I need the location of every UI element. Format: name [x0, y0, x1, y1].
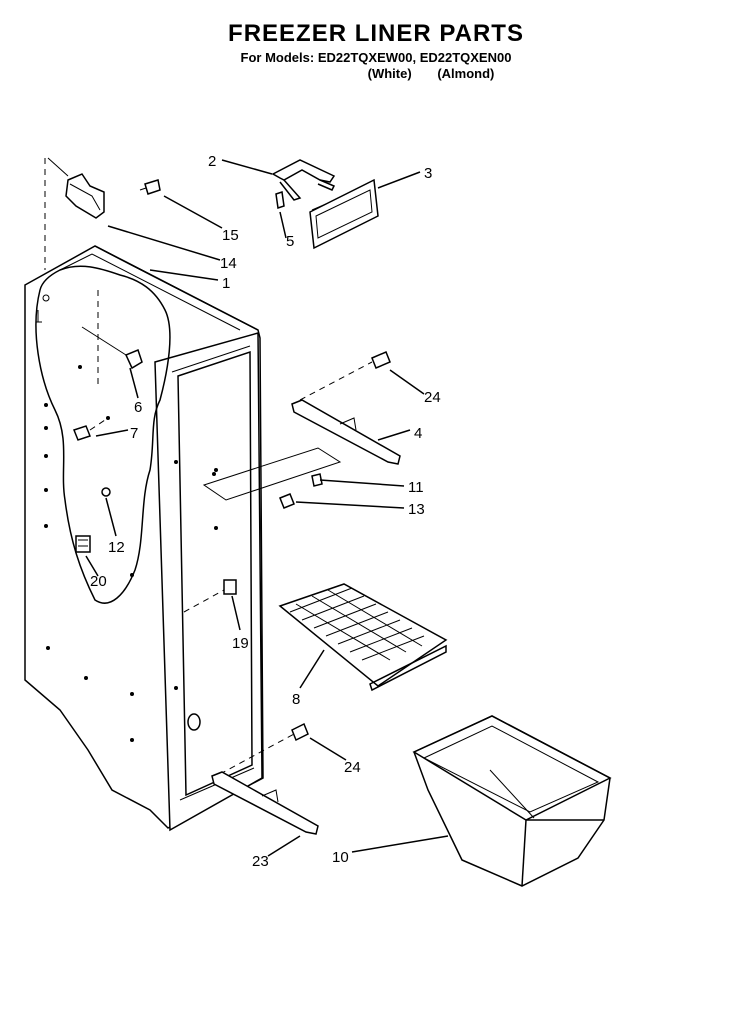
callout-10: 10 [332, 849, 349, 866]
part-14-bracket[interactable] [47, 157, 105, 219]
part-13-clip[interactable] [279, 493, 295, 509]
callout-3: 3 [424, 165, 432, 182]
part-24-upper-screw[interactable] [299, 351, 391, 401]
callout-7: 7 [130, 425, 138, 442]
callout-4: 4 [414, 425, 422, 442]
mounting-holes [44, 365, 218, 742]
part-3-cover[interactable] [309, 178, 379, 250]
part-20-switch[interactable] [75, 535, 91, 553]
callout-5: 5 [286, 233, 294, 250]
page-title: FREEZER LINER PARTS [228, 20, 524, 47]
part-23-rail[interactable] [211, 771, 319, 835]
callout-14: 14 [220, 255, 237, 272]
part-2-bracket[interactable] [271, 159, 336, 201]
callout-2: 2 [208, 153, 216, 170]
part-6-clip[interactable] [81, 326, 143, 370]
leader-lines [85, 159, 449, 857]
callout-11: 11 [408, 479, 424, 496]
part-12-pin[interactable] [101, 487, 111, 497]
part-15-screw[interactable] [139, 179, 161, 195]
callout-6: 6 [134, 399, 142, 416]
callout-1: 1 [222, 275, 230, 292]
part-8-wire-shelf[interactable] [278, 583, 448, 692]
part-4-rail[interactable] [291, 399, 401, 465]
callout-12: 12 [108, 539, 125, 556]
frame-plate [202, 447, 342, 501]
part-1-liner[interactable] [24, 158, 264, 832]
callout-labels: 2 3 5 15 14 1 24 4 6 7 11 13 12 20 19 8 … [90, 153, 441, 870]
callout-15: 15 [222, 227, 239, 244]
models-line: For Models: ED22TQXEW00, ED22TQXEN00 [240, 50, 512, 65]
part-7-fastener[interactable] [73, 416, 110, 441]
callout-20: 20 [90, 573, 107, 590]
callout-13: 13 [408, 501, 425, 518]
part-10-bin[interactable] [412, 715, 612, 887]
callout-24-upper: 24 [424, 389, 441, 406]
callout-24-lower: 24 [344, 759, 361, 776]
callout-8: 8 [292, 691, 300, 708]
callout-19: 19 [232, 635, 249, 652]
part-5-screw[interactable] [275, 191, 285, 209]
variant-white: (White) [367, 66, 412, 81]
part-11-clip[interactable] [311, 473, 323, 487]
variants-line: (White) (Almond) [0, 66, 752, 81]
part-19-switch[interactable] [183, 579, 237, 613]
part-24-lower-screw[interactable] [219, 722, 309, 775]
variant-almond: (Almond) [437, 66, 495, 81]
callout-23: 23 [252, 853, 269, 870]
